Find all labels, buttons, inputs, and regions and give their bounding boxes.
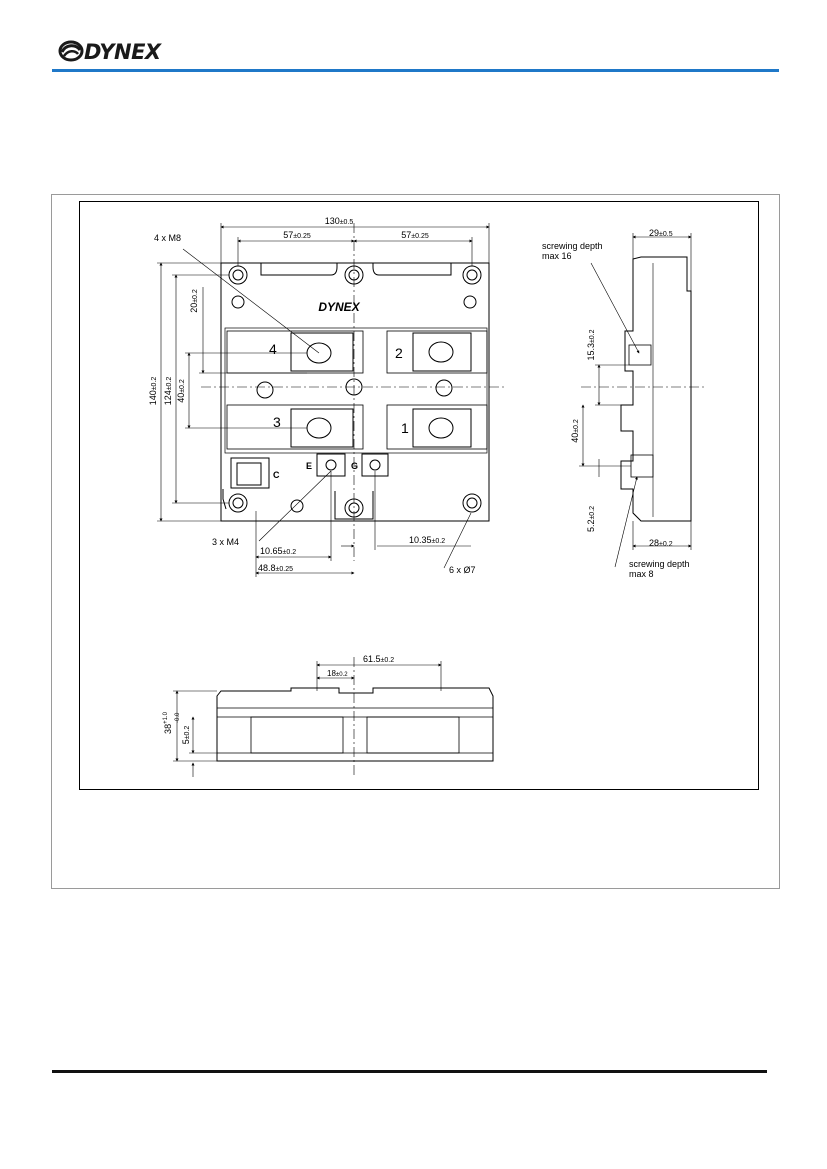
side-dim-40-label: 40±0.2 bbox=[570, 419, 580, 443]
aux-terminal-c bbox=[230, 457, 270, 489]
m8-hole-2 bbox=[428, 341, 454, 363]
terminal-pad-1 bbox=[412, 408, 472, 448]
dim-28-label: 28±0.2 bbox=[649, 538, 673, 548]
dim-38-tol-down: -0.0 bbox=[175, 712, 181, 723]
side-view-dimensions bbox=[579, 233, 692, 568]
m4-label: 3 x M4 bbox=[212, 537, 239, 547]
top-view-centre-lines bbox=[201, 223, 506, 561]
dim-1065-label: 10.65±0.2 bbox=[260, 546, 296, 556]
outline-drawing: 130±0.5 57±0.25 57±0.25 4 x M8 140±0.2 1… bbox=[148, 216, 707, 777]
dim-1035-label: 10.35±0.2 bbox=[409, 535, 445, 545]
dim-57-left-label: 57±0.25 bbox=[283, 230, 311, 240]
footer-rule bbox=[52, 1070, 767, 1073]
dynex-logo-text: DYNEX bbox=[84, 40, 161, 64]
dynex-logo: DYNEX bbox=[58, 38, 178, 68]
terminal-pad-4 bbox=[290, 332, 354, 372]
terminal-3-label: 3 bbox=[273, 414, 281, 430]
terminal-block-1 bbox=[386, 404, 488, 450]
figure-outer-frame bbox=[51, 194, 780, 889]
hole-m8-label: 4 x M8 bbox=[154, 233, 181, 243]
dim-18-label: 18±0.2 bbox=[327, 669, 348, 678]
dim-20-label: 20±0.2 bbox=[189, 289, 199, 313]
terminal-block-3 bbox=[226, 404, 364, 450]
dim-140-label: 140±0.2 bbox=[148, 377, 158, 406]
header-rule bbox=[52, 69, 779, 72]
aux-terminal-c-inner bbox=[236, 462, 262, 486]
terminal-pad-2 bbox=[412, 332, 472, 372]
terminal-1-label: 1 bbox=[401, 420, 409, 436]
dim-38-label: 38+1.0 bbox=[163, 711, 173, 734]
dim-52-label: 5.2±0.2 bbox=[586, 506, 596, 532]
front-view bbox=[173, 657, 494, 777]
centre-swirl-left bbox=[256, 381, 274, 399]
screw-depth-top-line1: screwing depth bbox=[542, 241, 603, 251]
dim-57-right-label: 57±0.25 bbox=[401, 230, 429, 240]
front-view-dimensions bbox=[173, 661, 442, 777]
top-view bbox=[157, 223, 506, 577]
screw-depth-bottom-line2: max 8 bbox=[629, 569, 654, 579]
aux-e-label: E bbox=[306, 461, 312, 471]
dim-488-label: 48.8±0.25 bbox=[258, 563, 293, 573]
m8-hole-1 bbox=[428, 417, 454, 439]
terminal-block-4 bbox=[226, 330, 364, 374]
side-profile bbox=[620, 256, 692, 522]
mount-holes-label: 6 x Ø7 bbox=[449, 565, 476, 575]
dim-615-label: 61.5±0.2 bbox=[363, 654, 394, 664]
top-notch-right bbox=[372, 263, 452, 276]
dim-40-label: 40±0.2 bbox=[176, 379, 186, 403]
dynex-logo-mark-icon bbox=[58, 40, 84, 62]
dim-29-label: 29±0.5 bbox=[649, 228, 673, 238]
module-logo-text: DYNEX bbox=[318, 300, 360, 314]
dim-124-label: 124±0.2 bbox=[163, 377, 173, 406]
outline-drawing-frame: 130±0.5 57±0.25 57±0.25 4 x M8 140±0.2 1… bbox=[79, 201, 759, 790]
aux-c-label: C bbox=[273, 470, 280, 480]
front-profile bbox=[216, 687, 494, 762]
screw-depth-bottom-line1: screwing depth bbox=[629, 559, 690, 569]
top-notch-left bbox=[260, 263, 338, 276]
top-view-dimensions bbox=[157, 223, 490, 577]
centre-swirl-right bbox=[435, 379, 453, 397]
terminal-4-label: 4 bbox=[269, 341, 277, 357]
m8-hole-3 bbox=[306, 417, 332, 439]
dim-153-label: 15.3±0.2 bbox=[586, 329, 596, 360]
dim-5-label: 5±0.2 bbox=[181, 726, 191, 745]
side-view bbox=[579, 233, 707, 568]
module-outline bbox=[220, 262, 490, 522]
terminal-block-2 bbox=[386, 330, 488, 374]
screw-depth-top-line2: max 16 bbox=[542, 251, 572, 261]
dim-130-label: 130±0.5 bbox=[325, 216, 354, 226]
aux-g-label: G bbox=[351, 461, 358, 471]
terminal-2-label: 2 bbox=[395, 345, 403, 361]
module-inner-outline bbox=[224, 327, 488, 454]
